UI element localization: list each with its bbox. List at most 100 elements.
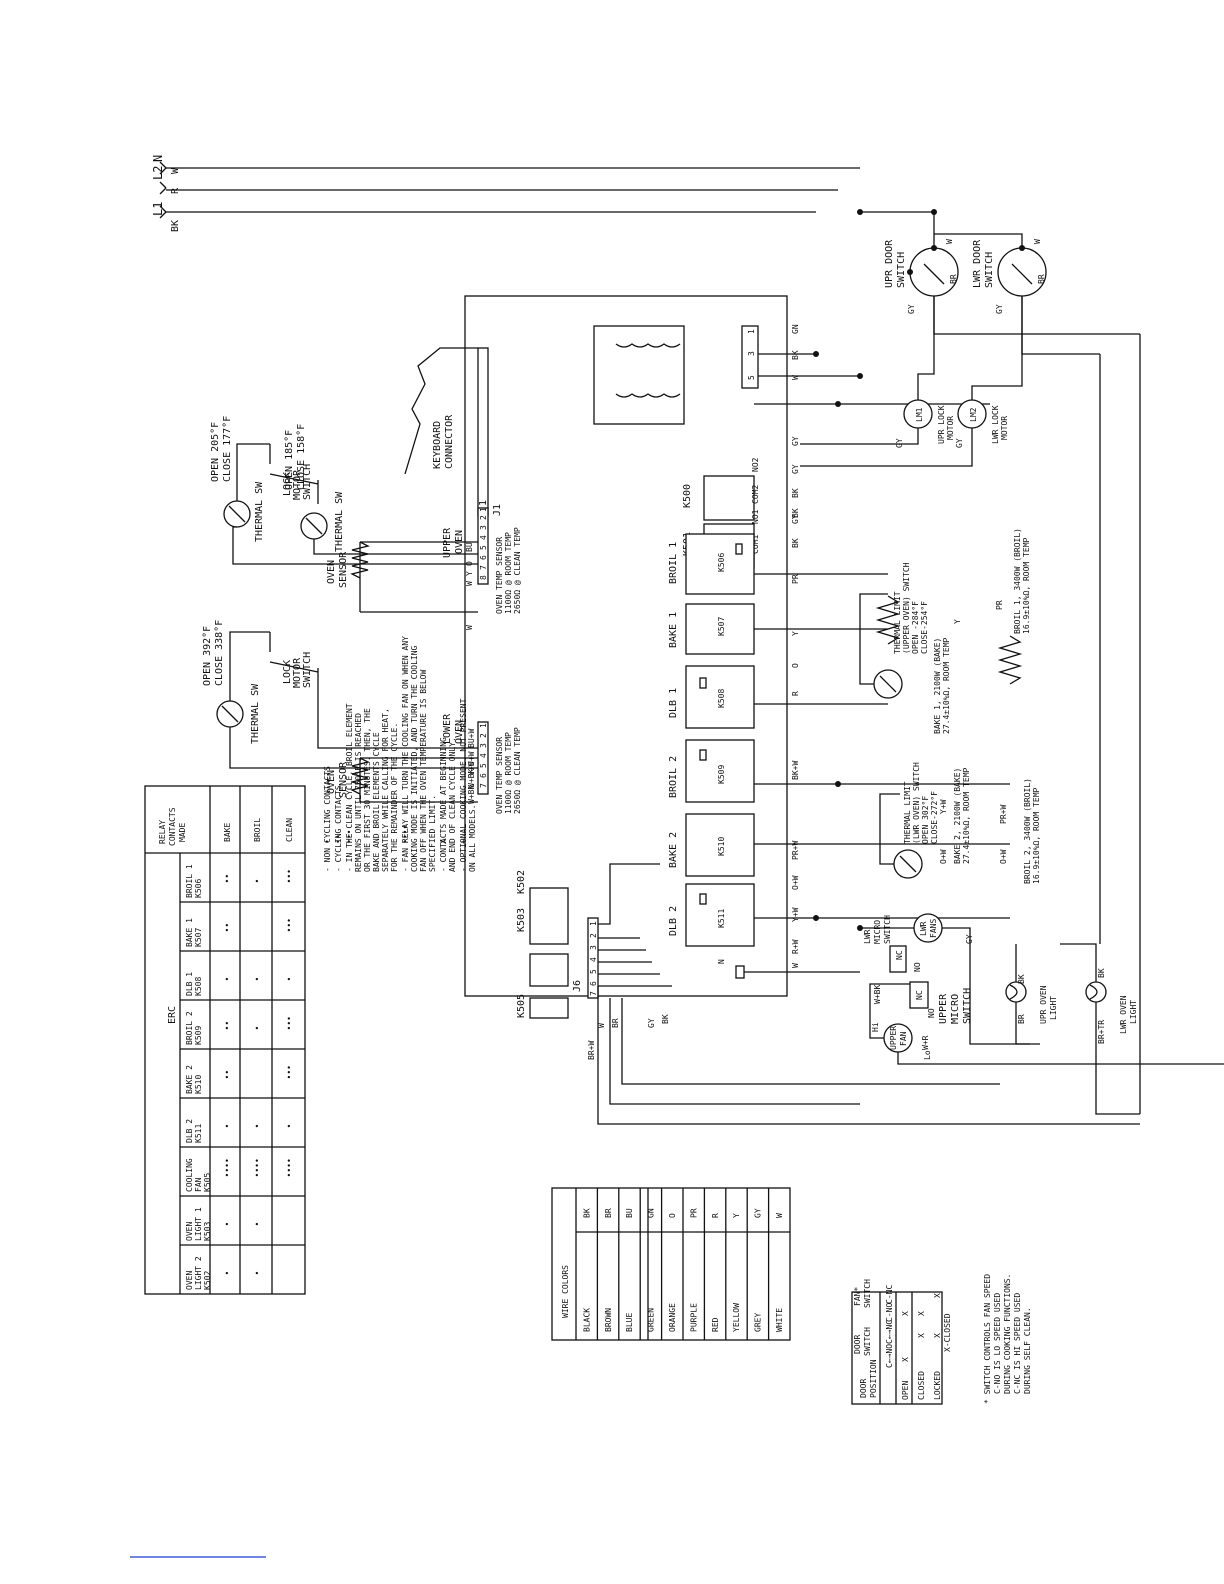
erc-corner: CONTACTS	[168, 807, 177, 846]
erc-column-header: FAN	[194, 1177, 203, 1192]
lower-thermal-limit: THERMAL LIMIT (LWR OVEN) SWITCH OPEN 302…	[879, 762, 1041, 884]
upper-micro-label: MICRO	[950, 994, 961, 1024]
legend-symbol: X	[439, 839, 448, 844]
upper-fan-wire: W+R	[921, 1035, 930, 1050]
erc-column-header: DLB 2	[185, 1119, 194, 1143]
power-line-l1: L1 BK	[151, 202, 181, 232]
lower-limit-wire: PR+W	[999, 805, 1008, 824]
erc-corner: MADE	[178, 823, 187, 842]
upper-thermal-temp: OPEN 205°F	[210, 422, 221, 482]
upper-oven-spec: 2650Ω @ CLEAN TEMP	[513, 527, 522, 614]
lock-motor-label: UPR LOCK	[937, 405, 946, 444]
upper-oven-spec: OVEN TEMP SENSOR	[495, 537, 504, 614]
erc-cell: •	[253, 1124, 262, 1129]
wire-color-name: GREY	[754, 1313, 763, 1332]
lower-oven-spec: OVEN TEMP SENSOR	[495, 737, 504, 814]
upper-thermal-temp: CLOSE 177°F	[222, 416, 233, 482]
lower-oven-wire: O+W	[467, 751, 476, 766]
lwr-door-switch: LWR DOOR SWITCH GY W BR	[934, 233, 1100, 355]
wire-color-code: GY	[754, 1208, 763, 1218]
erc-column-header: BROIL 2	[185, 1011, 194, 1045]
lower-oven-wire: BU+W	[467, 729, 476, 748]
wire-color-name: PURPLE	[689, 1303, 698, 1332]
upper-oven-pin: 3	[479, 525, 488, 530]
transformer-pin: 3	[747, 351, 756, 356]
upper-thermal-temp: OPEN 185°F	[284, 430, 295, 490]
lock-relay-pin: COM2	[751, 485, 760, 504]
wire-color-code: GN	[647, 1208, 656, 1218]
relay-k509: BROIL 2 K509 BK+W	[668, 739, 800, 803]
relay-wire: PR	[791, 574, 800, 584]
erc-column-header: K509	[194, 1026, 203, 1045]
relay-wire: PR+W	[791, 841, 800, 860]
erc-title: ERC	[167, 1006, 178, 1024]
legend-text: - CONTACTS MADE AT BEGINNING	[439, 737, 448, 872]
lock-motor-ref: LM2	[969, 407, 978, 422]
wire-color-name: BROWN	[604, 1308, 613, 1332]
lower-oven-pin: 6	[479, 773, 488, 778]
legend-text: OR THE FIRST 30 MINUTES. THEN, THE	[363, 708, 372, 872]
j6-pin: 3	[589, 945, 598, 950]
legend-text: - FAN RELAY WILL TURN THE COOLING FAN ON…	[401, 636, 410, 872]
legend-text: REMAINS ON UNTIL 750°F IS REACHED	[354, 713, 363, 872]
erc-column-header: K503	[203, 1222, 212, 1241]
upper-thermal-label: THERMAL SW	[254, 481, 265, 542]
transformer-pin: 1	[747, 329, 756, 334]
lower-limit-wire: O+W	[939, 849, 948, 864]
oven-light-wire: BR	[1017, 1014, 1026, 1024]
door-switch-label: SWITCH	[984, 252, 995, 288]
j6-wire: BR+W	[587, 1041, 596, 1060]
small-relay-ref: K505	[516, 994, 527, 1018]
oven-light-label: LWR OVEN	[1119, 995, 1128, 1034]
upper-thermal-switch-2: OPEN 185°F CLOSE 158°F THERMAL SW	[284, 424, 478, 555]
small-relays: K502 K503 K505	[516, 870, 569, 1019]
wire-color-name: BLUE	[625, 1313, 634, 1332]
lower-fan-label: FANS	[929, 919, 938, 938]
erc-cell: •	[253, 977, 262, 982]
j6-wire: W	[597, 1023, 606, 1028]
upper-oven-wire: W	[465, 581, 474, 586]
erc-cell: ••••	[223, 1158, 232, 1177]
upper-fan: UPPER FAN Hi Lo W+R	[869, 983, 1224, 1065]
erc-column-header: K502	[203, 1271, 212, 1290]
j6-connector: 1 2 3 4 5 6 7 J6 BR+W W BR GY BK	[572, 863, 1000, 1125]
lower-thermal-label: THERMAL SW	[250, 683, 261, 744]
junction-dots	[813, 209, 937, 931]
erc-cell: ••	[223, 1021, 232, 1031]
lower-lock-motor-switch: LOCK MOTOR SWITCH	[269, 632, 478, 749]
erc-cell: •••	[285, 869, 294, 883]
erc-cell: •••	[285, 1065, 294, 1079]
relay-bus	[754, 403, 1010, 919]
erc-cell: ••	[223, 1070, 232, 1080]
relay-ref: K509	[717, 765, 726, 784]
upper-limit-text: CLOSE-254°F	[920, 601, 929, 654]
door-table-row-label: LOCKED	[933, 1371, 942, 1400]
lower-limit-wire: Y+W	[939, 799, 948, 814]
lower-oven-label: LOWER	[442, 713, 453, 744]
lower-thermal-switch: OPEN 392°F CLOSE 338°F THERMAL SW	[202, 620, 478, 769]
door-table-row-label: OPEN	[901, 1381, 910, 1400]
upper-fan-label: UPPER	[889, 1026, 898, 1050]
legend-text: FAN OFF WHEN THE OVEN TEMPERATURE IS BEL…	[419, 670, 428, 872]
erc-cell: •	[223, 977, 232, 982]
upper-fan-label: FAN	[899, 1031, 908, 1046]
door-table-note: X-CLOSED	[943, 1313, 952, 1352]
wire-color-name: YELLOW	[732, 1303, 741, 1332]
erc-column-header: K506	[194, 879, 203, 898]
erc-cell: •	[285, 977, 294, 982]
relay-wire: Y	[791, 631, 800, 636]
oven-light-label: UPR OVEN	[1039, 985, 1048, 1024]
door-switch-wire: GY	[995, 304, 1004, 314]
power-line-name: L1	[151, 202, 165, 216]
upper-oven-wire: Y	[465, 571, 474, 576]
legend-text: FOR THE REMAINDER OF THE CYCLE.	[390, 723, 399, 872]
erc-column-header: OVEN	[185, 1271, 194, 1290]
lower-limit-text: CLOSE-272°F	[930, 791, 939, 844]
oven-light-wire: BK	[1097, 968, 1106, 978]
small-relay-ref: K503	[516, 908, 527, 932]
door-switch-label: UPR DOOR	[884, 239, 895, 288]
lock-relay-wire: GY	[791, 436, 800, 446]
legend-text: ON ALL MODELS.	[468, 805, 477, 872]
upper-bake-spec: BAKE 1, 2100W (BAKE)	[933, 638, 942, 734]
